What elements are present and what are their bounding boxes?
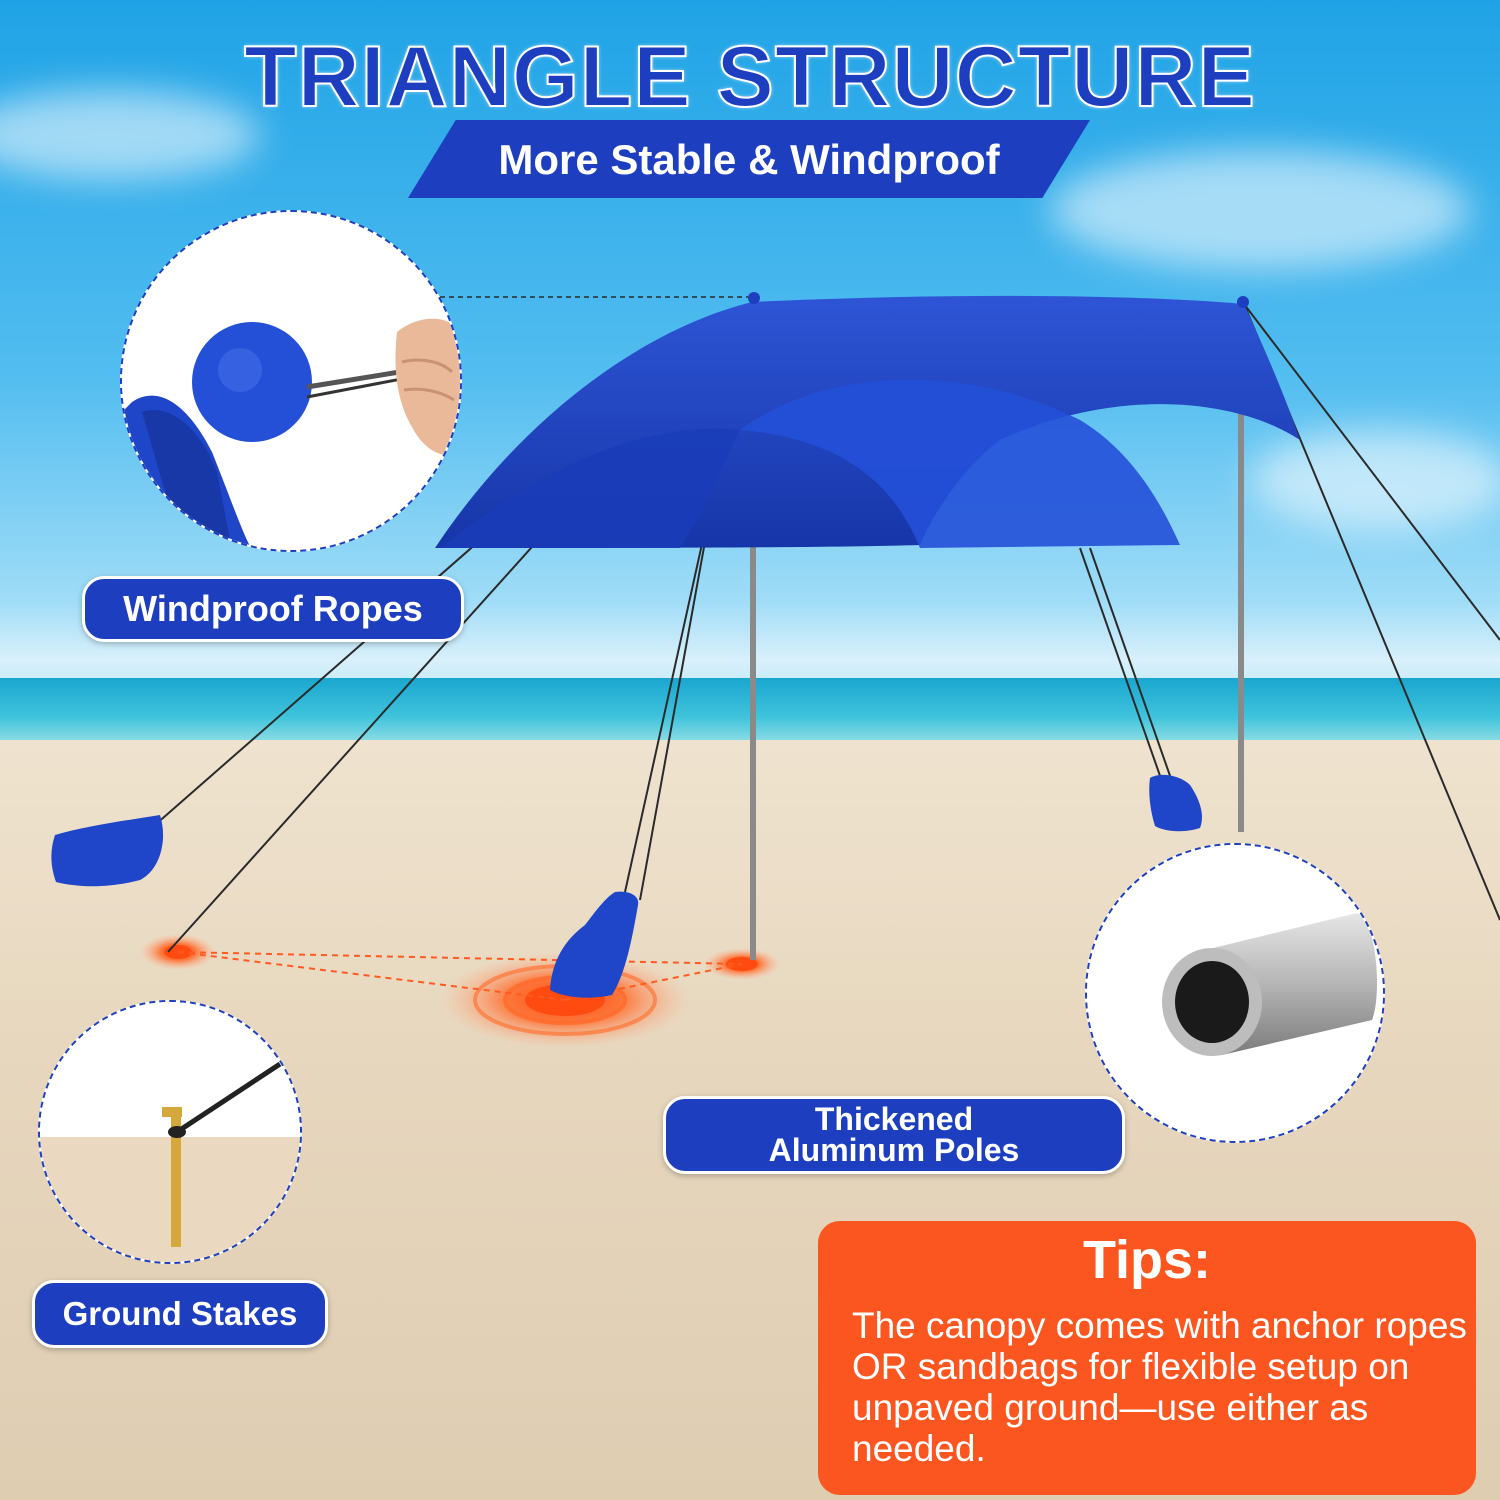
- sky-cloud: [1250, 430, 1500, 530]
- ground-stakes-label: Ground Stakes: [32, 1280, 328, 1348]
- tips-body: The canopy comes with anchor ropes OR sa…: [852, 1305, 1467, 1469]
- pole-tip: [748, 292, 760, 304]
- windproof-ropes-label: Windproof Ropes: [82, 576, 464, 642]
- canopy-side-panel: [440, 428, 740, 548]
- triangle-guide-lines: [177, 951, 743, 1001]
- pole-tip: [1237, 296, 1249, 308]
- subtitle-banner: [408, 120, 1090, 198]
- poles-label-line1: Thickened: [814, 1101, 974, 1137]
- aluminum-poles-detail: [1085, 843, 1385, 1143]
- rope-ball-icon: [122, 212, 460, 550]
- canopy-pole: [1238, 302, 1244, 832]
- sky-cloud: [1050, 150, 1470, 270]
- page-title: TRIANGLE STRUCTURE: [243, 28, 1256, 126]
- aluminum-poles-label: Thickened Aluminum Poles: [663, 1096, 1125, 1174]
- aluminum-pole-icon: [1087, 845, 1383, 1141]
- poles-label-line2: Aluminum Poles: [768, 1132, 1020, 1168]
- sandbag-icon: [550, 891, 639, 998]
- sandbag-icon: [1149, 774, 1202, 832]
- ground-stake-icon: [40, 1002, 300, 1262]
- windproof-ropes-detail: [120, 210, 462, 552]
- tips-box: Tips: The canopy comes with anchor ropes…: [818, 1221, 1476, 1495]
- canopy-pole: [750, 300, 756, 960]
- subtitle: More Stable & Windproof: [498, 136, 1000, 183]
- sky-cloud: [0, 90, 260, 180]
- sandbag-icon: [51, 815, 164, 887]
- canopy-inner-panel: [740, 379, 1180, 548]
- tips-title: Tips:: [1082, 1230, 1211, 1290]
- ground-stakes-detail: [38, 1000, 302, 1264]
